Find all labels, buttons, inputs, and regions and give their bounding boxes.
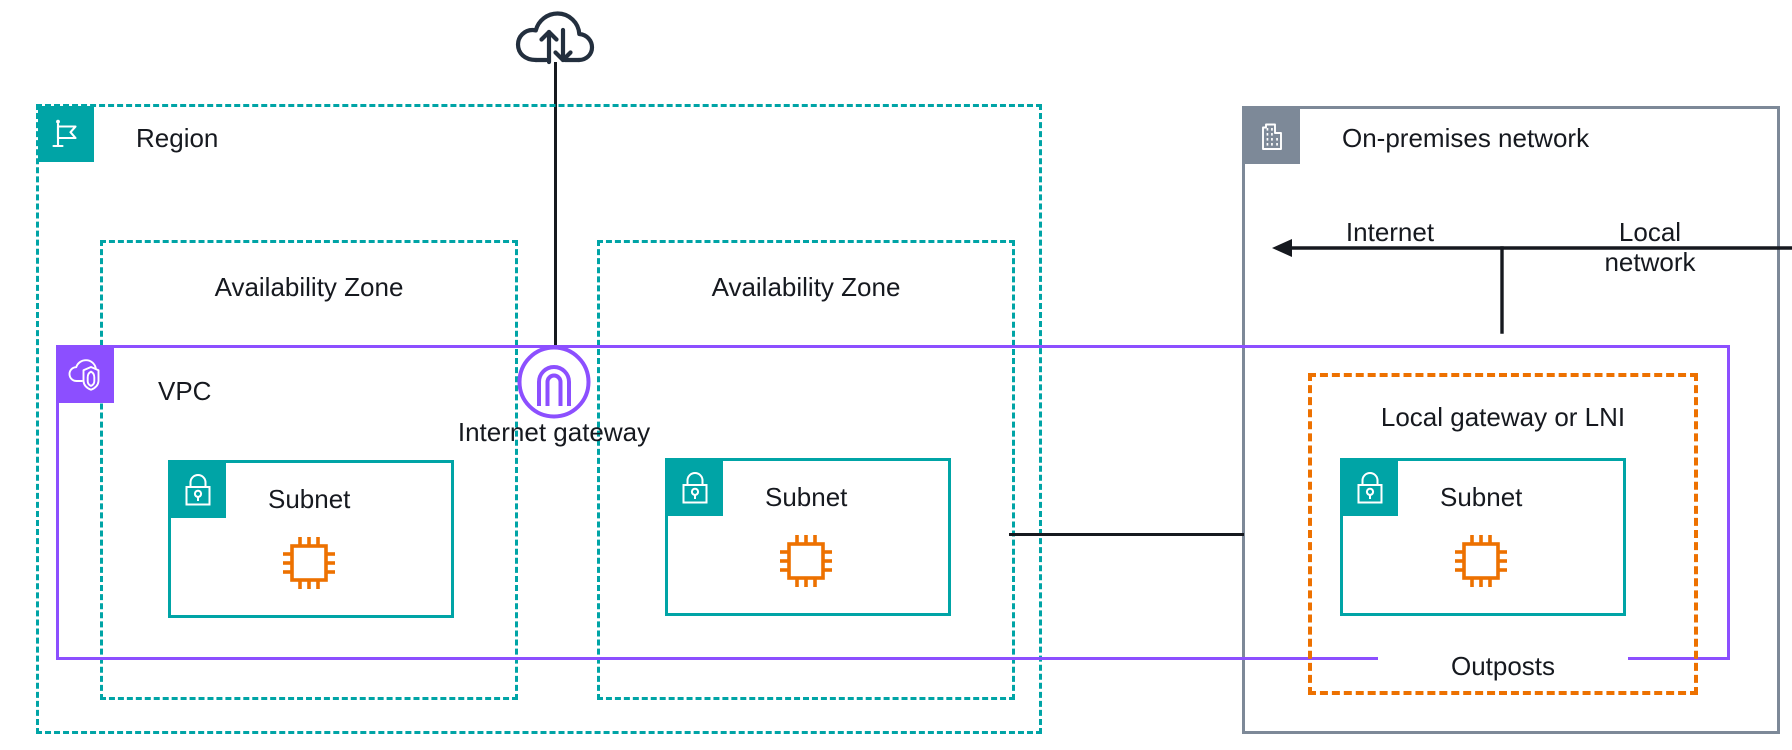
internet-local-network-arrow xyxy=(1272,239,1792,334)
traffic-arrow-local-network-label: Local network xyxy=(1540,217,1760,278)
internet-to-igw-line xyxy=(554,62,557,347)
subnet-1-boundary xyxy=(168,460,454,618)
availability-zone-1-label: Availability Zone xyxy=(214,272,404,302)
vpc-label: VPC xyxy=(158,376,212,406)
subnet-3-label: Subnet xyxy=(1440,482,1523,512)
subnet-2-label: Subnet xyxy=(765,482,848,512)
local-gateway-label: Local gateway or LNI xyxy=(1380,402,1626,432)
internet-gateway-icon xyxy=(517,345,591,419)
vpc-boundary xyxy=(56,345,1730,660)
region-label: Region xyxy=(136,123,219,153)
subnet-1-ec2-instance-chip-icon xyxy=(283,537,335,589)
on-premises-network-boundary xyxy=(1242,106,1780,734)
subnet-1-label: Subnet xyxy=(268,484,351,514)
subnet-2-ec2-instance-chip-icon xyxy=(780,535,832,587)
on-premises-network-label: On-premises network xyxy=(1342,123,1590,153)
availability-zone-2-label: Availability Zone xyxy=(711,272,901,302)
traffic-arrow-internet-label: Internet xyxy=(1345,217,1435,247)
az-to-onpremises-link-riser xyxy=(1009,533,1012,535)
availability-zone-1-boundary xyxy=(100,240,518,700)
subnet-1-padlock-icon xyxy=(170,462,226,518)
outposts-boundary xyxy=(1308,373,1698,695)
internet-cloud-arrows-icon xyxy=(515,11,595,65)
az-to-onpremises-link-line xyxy=(1009,533,1244,536)
on-premises-building-icon xyxy=(1244,108,1300,164)
subnet-3-ec2-instance-chip-icon xyxy=(1455,535,1507,587)
subnet-2-padlock-icon xyxy=(667,460,723,516)
subnet-2-boundary xyxy=(665,458,951,616)
internet-gateway-label: Internet gateway xyxy=(457,417,651,447)
subnet-3-padlock-icon xyxy=(1342,460,1398,516)
subnet-3-boundary xyxy=(1340,458,1626,616)
region-boundary xyxy=(36,104,1042,734)
local-network-line-2: network xyxy=(1604,246,1696,277)
local-network-line-1: Local xyxy=(1618,217,1682,247)
region-flag-icon xyxy=(38,106,94,162)
availability-zone-2-boundary xyxy=(597,240,1015,700)
vpc-cloud-shield-icon xyxy=(58,347,114,403)
outposts-label: Outposts xyxy=(1378,651,1628,682)
